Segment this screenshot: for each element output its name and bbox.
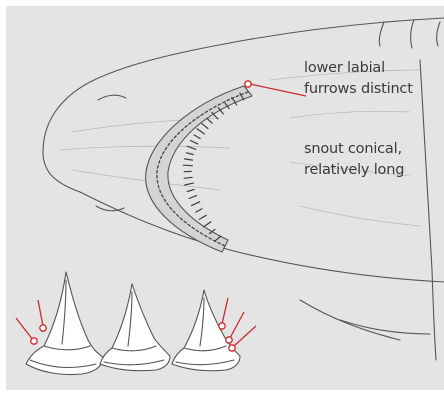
mouth-tooth-mark — [189, 196, 197, 199]
annotation-snout: snout conical, relatively long — [304, 139, 404, 181]
furrow-callout — [245, 81, 306, 96]
nostril-left-top — [98, 95, 126, 100]
pectoral-line-1 — [340, 320, 430, 334]
mouth-tooth-mark — [199, 215, 206, 219]
mouth-tooth-mark — [185, 183, 194, 185]
furrow-callout-line — [250, 84, 306, 96]
mouth-tooth-mark — [204, 222, 211, 227]
tooth-left-callout-1-line — [16, 318, 33, 340]
mouth-tooth-mark — [184, 177, 192, 178]
tooth-right-callout-2-line — [230, 312, 244, 338]
mouth-tooth-mark — [192, 202, 200, 206]
annotation-snout-line-1: snout conical, — [304, 139, 404, 160]
mouth-tooth-mark — [196, 209, 202, 212]
mouth-tooth-mark — [187, 190, 194, 192]
mouth-band — [146, 86, 252, 252]
body-seam — [420, 60, 436, 360]
gill-slit-3 — [437, 22, 440, 46]
tooth-left-callout-1-marker — [31, 338, 37, 344]
teeth-row — [26, 272, 240, 375]
mouth-tooth-mark — [191, 141, 198, 144]
annotation-furrows-line-2: furrows distinct — [304, 79, 413, 100]
tooth-left-callout-2-line — [38, 300, 43, 326]
tooth-right-callout-3-marker — [229, 345, 235, 351]
mouth — [146, 86, 252, 252]
tooth-left-callout-2-marker — [40, 325, 46, 331]
tooth-right-callout-3-line — [234, 326, 256, 346]
tooth-right-callout-2-marker — [226, 337, 232, 343]
gill-slit-1 — [379, 22, 384, 46]
annotation-snout-line-2: relatively long — [304, 160, 404, 181]
mouth-tooth-mark — [207, 118, 212, 123]
mouth-tooth-mark — [202, 123, 208, 128]
tooth-middle — [100, 284, 170, 371]
gill-slit-2 — [411, 20, 414, 48]
mouth-tooth-mark — [183, 165, 192, 166]
head-lower-edge — [80, 192, 444, 282]
mouth-tooth-mark — [197, 129, 204, 134]
tooth-left — [26, 272, 104, 375]
tooth-right-callout-1-line — [222, 298, 228, 324]
pectoral-line-2 — [300, 300, 400, 340]
tooth-right-callout-1-marker — [219, 323, 225, 329]
furrow-callout-marker — [245, 81, 251, 87]
mouth-tooth-mark — [194, 135, 200, 139]
annotation-lower-labial-furrows: lower labial furrows distinct — [304, 58, 413, 100]
tooth-right — [172, 290, 240, 371]
mouth-tooth-mark — [185, 159, 193, 160]
mouth-tooth-mark — [186, 153, 193, 155]
annotation-furrows-line-1: lower labial — [304, 58, 413, 79]
